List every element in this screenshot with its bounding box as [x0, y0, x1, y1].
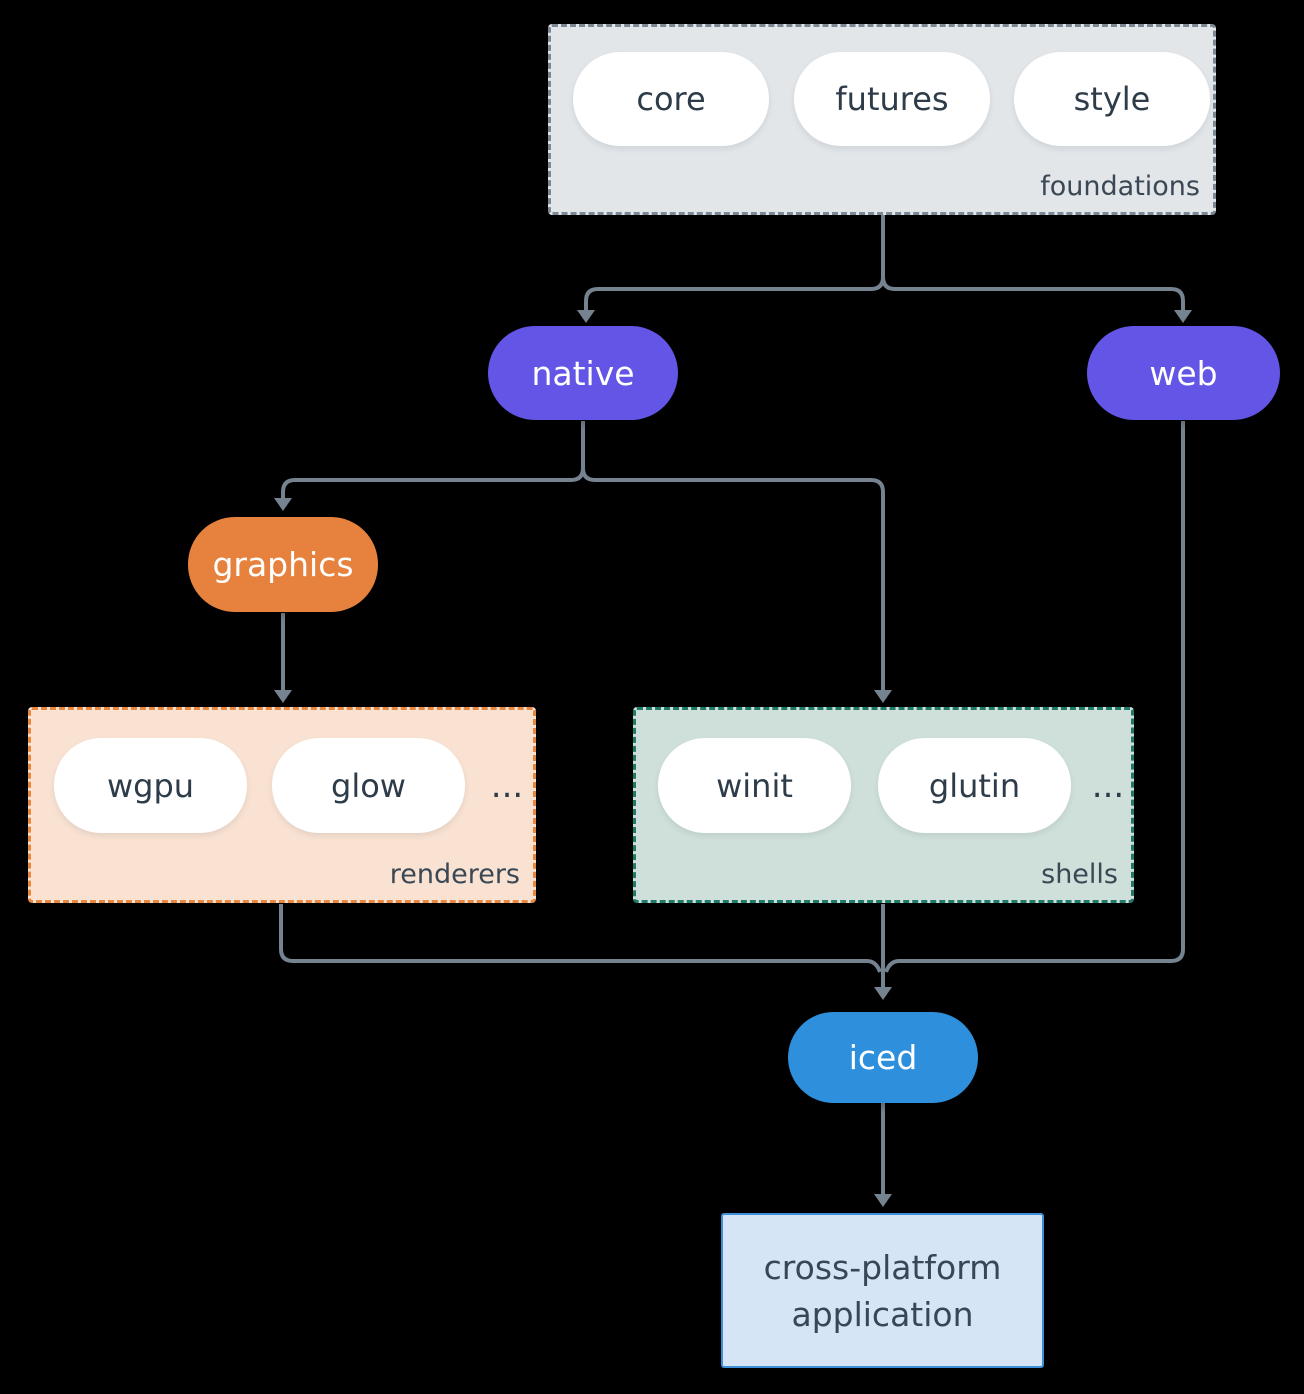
node-wgpu-pill: wgpu — [54, 738, 247, 833]
edge-foundations-to-native — [584, 276, 885, 311]
edge-foundations-to-web — [881, 276, 1185, 311]
application-label-line2: application — [791, 1294, 974, 1334]
node-glutin-label: glutin — [928, 766, 1021, 805]
node-futures-pill: futures — [794, 52, 990, 146]
edge-native-to-shells — [581, 467, 885, 690]
arrowhead-shells — [874, 690, 892, 703]
node-core-pill: core — [573, 52, 769, 146]
renderers-group-box: wgpu glow ... renderers — [28, 707, 536, 903]
shells-group-box: winit glutin ... shells — [633, 707, 1134, 903]
node-style-label: style — [1073, 80, 1151, 118]
node-native-pill: native — [488, 326, 678, 420]
shells-group-label: shells — [1041, 859, 1118, 890]
node-winit-pill: winit — [658, 738, 851, 833]
arrowhead-web — [1174, 310, 1192, 323]
arrowhead-native — [577, 310, 595, 323]
node-futures-label: futures — [835, 80, 949, 118]
node-web-pill: web — [1087, 326, 1280, 420]
node-glow-pill: glow — [272, 738, 465, 833]
application-label-line1: cross-platform — [763, 1247, 1002, 1287]
shells-ellipsis: ... — [1091, 765, 1125, 806]
node-graphics-label: graphics — [212, 545, 354, 584]
arrowhead-iced — [874, 987, 892, 1000]
arrowhead-application — [874, 1194, 892, 1207]
edge-web-to-iced — [884, 421, 1185, 973]
node-iced-pill: iced — [788, 1012, 978, 1103]
application-box: cross-platform application — [721, 1213, 1044, 1368]
node-wgpu-label: wgpu — [106, 766, 195, 805]
edge-native-to-graphics — [281, 467, 585, 499]
renderers-ellipsis: ... — [490, 765, 524, 806]
node-style-pill: style — [1014, 52, 1210, 146]
node-core-label: core — [636, 80, 706, 118]
node-glow-label: glow — [331, 766, 406, 805]
node-glutin-pill: glutin — [878, 738, 1071, 833]
node-winit-label: winit — [716, 766, 793, 805]
node-web-label: web — [1149, 353, 1218, 393]
arrowhead-graphics — [274, 498, 292, 511]
foundations-group-label: foundations — [1040, 171, 1200, 202]
foundations-group-box: core futures style foundations — [548, 24, 1216, 215]
arrowhead-renderers — [274, 690, 292, 703]
renderers-group-label: renderers — [389, 859, 520, 890]
node-iced-label: iced — [848, 1038, 918, 1077]
node-native-label: native — [531, 353, 635, 393]
node-graphics-pill: graphics — [188, 517, 378, 612]
edge-renderers-to-iced — [279, 904, 882, 973]
